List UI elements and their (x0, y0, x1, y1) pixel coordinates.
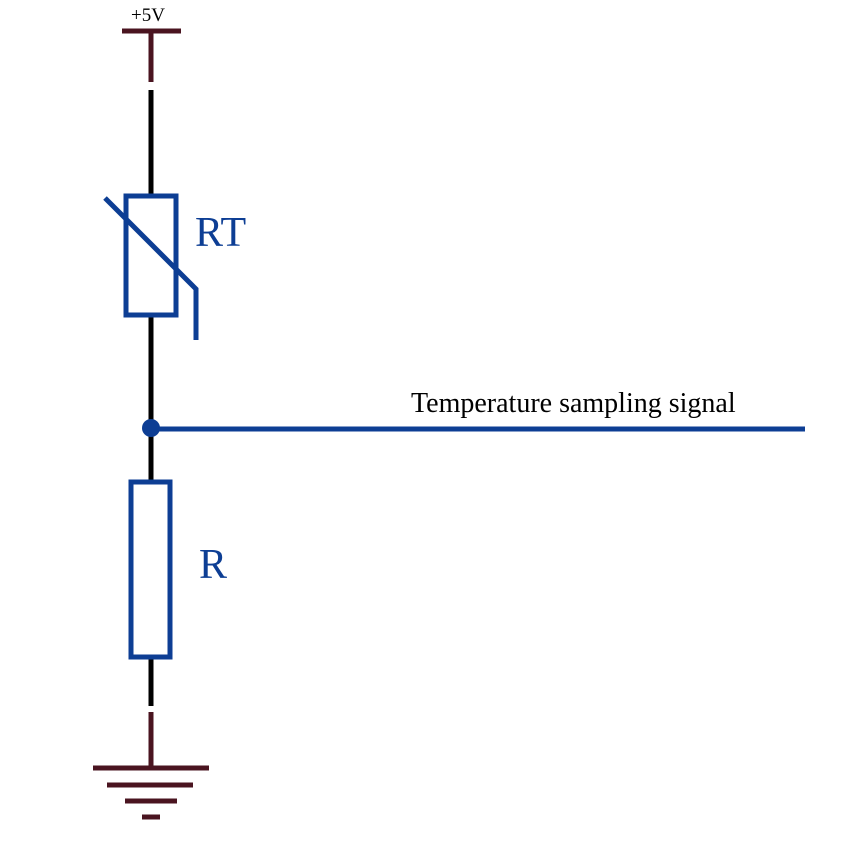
thermistor-body (123, 193, 179, 318)
power-rail-symbol (122, 28, 181, 82)
thermistor-slash (103, 196, 199, 340)
resistor-body (128, 479, 173, 660)
resistor-label: R (199, 542, 227, 588)
resistor-symbol (128, 479, 173, 660)
thermistor-symbol (103, 193, 199, 340)
signal-label: Temperature sampling signal (411, 388, 736, 419)
ground-symbol (93, 712, 209, 820)
thermistor-label: RT (195, 210, 246, 256)
supply-label: +5V (131, 5, 165, 26)
